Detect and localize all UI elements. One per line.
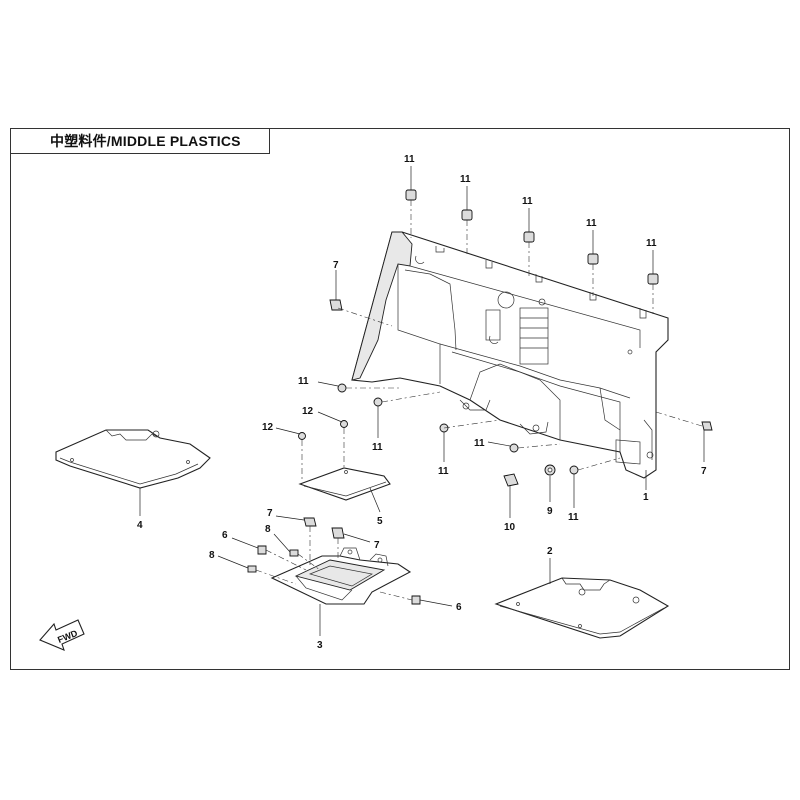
callout-1: 1 [643,492,649,503]
callout-12: 12 [302,406,314,417]
fwd-arrow: FWD [39,619,85,651]
callout-11: 11 [404,154,415,165]
title-box: 中塑料件/MIDDLE PLASTICS [10,128,270,154]
callout-11: 11 [438,466,449,477]
callout-11: 11 [298,376,309,387]
callout-11: 11 [474,438,485,449]
drawing-frame [10,128,790,670]
part-3-storage-tray [270,547,412,605]
callout-11: 11 [586,218,597,229]
callout-7: 7 [374,540,380,551]
leader-lines [139,166,705,636]
part-5-lid [298,467,391,501]
part-1-rear-panel [351,231,669,479]
callout-10: 10 [504,522,516,533]
callout-8: 8 [209,550,215,561]
callout-9: 9 [547,506,553,517]
callout-6: 6 [222,530,228,541]
callout-3: 3 [317,640,323,651]
callout-2: 2 [547,546,553,557]
callout-7: 7 [333,260,339,271]
part-2-right-floor-panel [494,577,670,639]
callout-11: 11 [460,174,471,185]
callout-11: 11 [372,442,383,453]
callout-labels: 11 11 11 11 11 7 11 11 12 12 11 11 11 9 … [137,154,707,651]
page-title: 中塑料件/MIDDLE PLASTICS [50,132,241,149]
part-4-left-floor-panel [55,429,211,489]
callout-11: 11 [646,238,657,249]
callout-11: 11 [522,196,533,207]
callout-7: 7 [701,466,707,477]
assembly-lines [255,200,703,601]
callout-12: 12 [262,422,274,433]
callout-11: 11 [568,512,579,523]
hardware-items [247,189,713,605]
callout-6: 6 [456,602,462,613]
callout-5: 5 [377,516,383,527]
callout-4: 4 [137,520,143,531]
callout-8: 8 [265,524,271,535]
callout-7: 7 [267,508,273,519]
